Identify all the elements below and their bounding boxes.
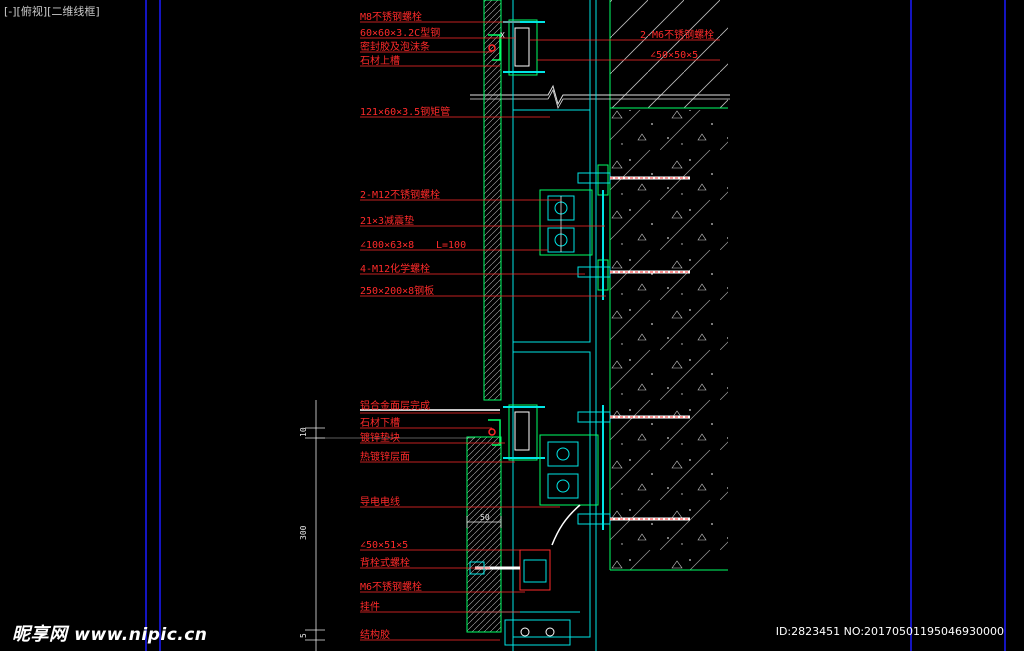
callout-galvanized-block: 镀锌垫块 <box>360 431 400 444</box>
callout-stone-lower-slot: 石材下槽 <box>360 416 400 429</box>
callout-m6-bolt: M6不锈钢螺栓 <box>360 580 422 593</box>
callout-chemical-bolt: 4-M12化学螺栓 <box>360 262 430 275</box>
callout-2-m6-bolt: 2-M6不锈钢螺栓 <box>640 28 714 41</box>
dimension-horizontal <box>466 516 502 528</box>
lower-bracket <box>360 404 604 646</box>
callout-hanger: 挂件 <box>360 600 380 613</box>
leader-lines-left <box>360 21 606 641</box>
break-line <box>470 84 730 110</box>
callout-aluminum-finish: 铝合金面层完成 <box>360 399 430 412</box>
dim-text-width: 50 <box>480 513 490 522</box>
callout-length: L=100 <box>436 240 466 251</box>
callout-angle-50x50: ∠50×50×5 <box>650 50 698 61</box>
image-id-label: ID:2823451 NO:20170501195046930000 <box>775 625 1004 638</box>
dim-text-bottom: 5 <box>299 633 308 638</box>
callout-structural-adhesive: 结构胶 <box>360 628 390 641</box>
callout-damping-pad: 21×3减震垫 <box>360 214 414 227</box>
watermark-brand: 昵享网 <box>12 624 68 645</box>
callout-conductive-wire: 导电电线 <box>360 495 400 508</box>
leader-lines-right <box>530 39 720 61</box>
dim-text-top: 10 <box>299 427 308 437</box>
callout-angle-100x63: ∠100×63×8 <box>360 240 414 251</box>
callout-back-bolt: 背栓式螺栓 <box>360 556 410 569</box>
callout-steel-plate: 250×200×8钢板 <box>360 284 434 297</box>
frame-lines <box>145 0 1006 651</box>
watermark-url: www.nipic.cn <box>74 625 208 645</box>
watermark-logo: 昵享网 www.nipic.cn <box>12 620 207 646</box>
dim-text-height: 300 <box>299 525 308 540</box>
steel-tube <box>512 0 597 651</box>
callout-steel-tube: 121×60×3.5钢矩管 <box>360 105 450 118</box>
callout-galvanized-layer: 热镀锌层面 <box>360 450 410 463</box>
dimension-vertical <box>305 400 475 651</box>
callout-2-m12-bolt: 2-M12不锈钢螺栓 <box>360 188 440 201</box>
svg-text:X: X <box>500 31 505 40</box>
callout-m8-bolt: M8不锈钢螺栓 <box>360 10 422 23</box>
callout-sealant: 密封胶及泡沫条 <box>360 40 430 53</box>
viewport-label[interactable]: [-][俯视][二维线框] <box>4 5 100 18</box>
mid-bracket-1 <box>539 164 609 300</box>
concrete-wall <box>609 0 728 571</box>
anchor-bolts <box>577 172 690 525</box>
callout-c-steel: 60×60×3.2C型钢 <box>360 26 440 39</box>
callout-stone-upper-slot: 石材上槽 <box>360 54 400 67</box>
callout-angle-50x51: ∠50×51×5 <box>360 540 408 551</box>
